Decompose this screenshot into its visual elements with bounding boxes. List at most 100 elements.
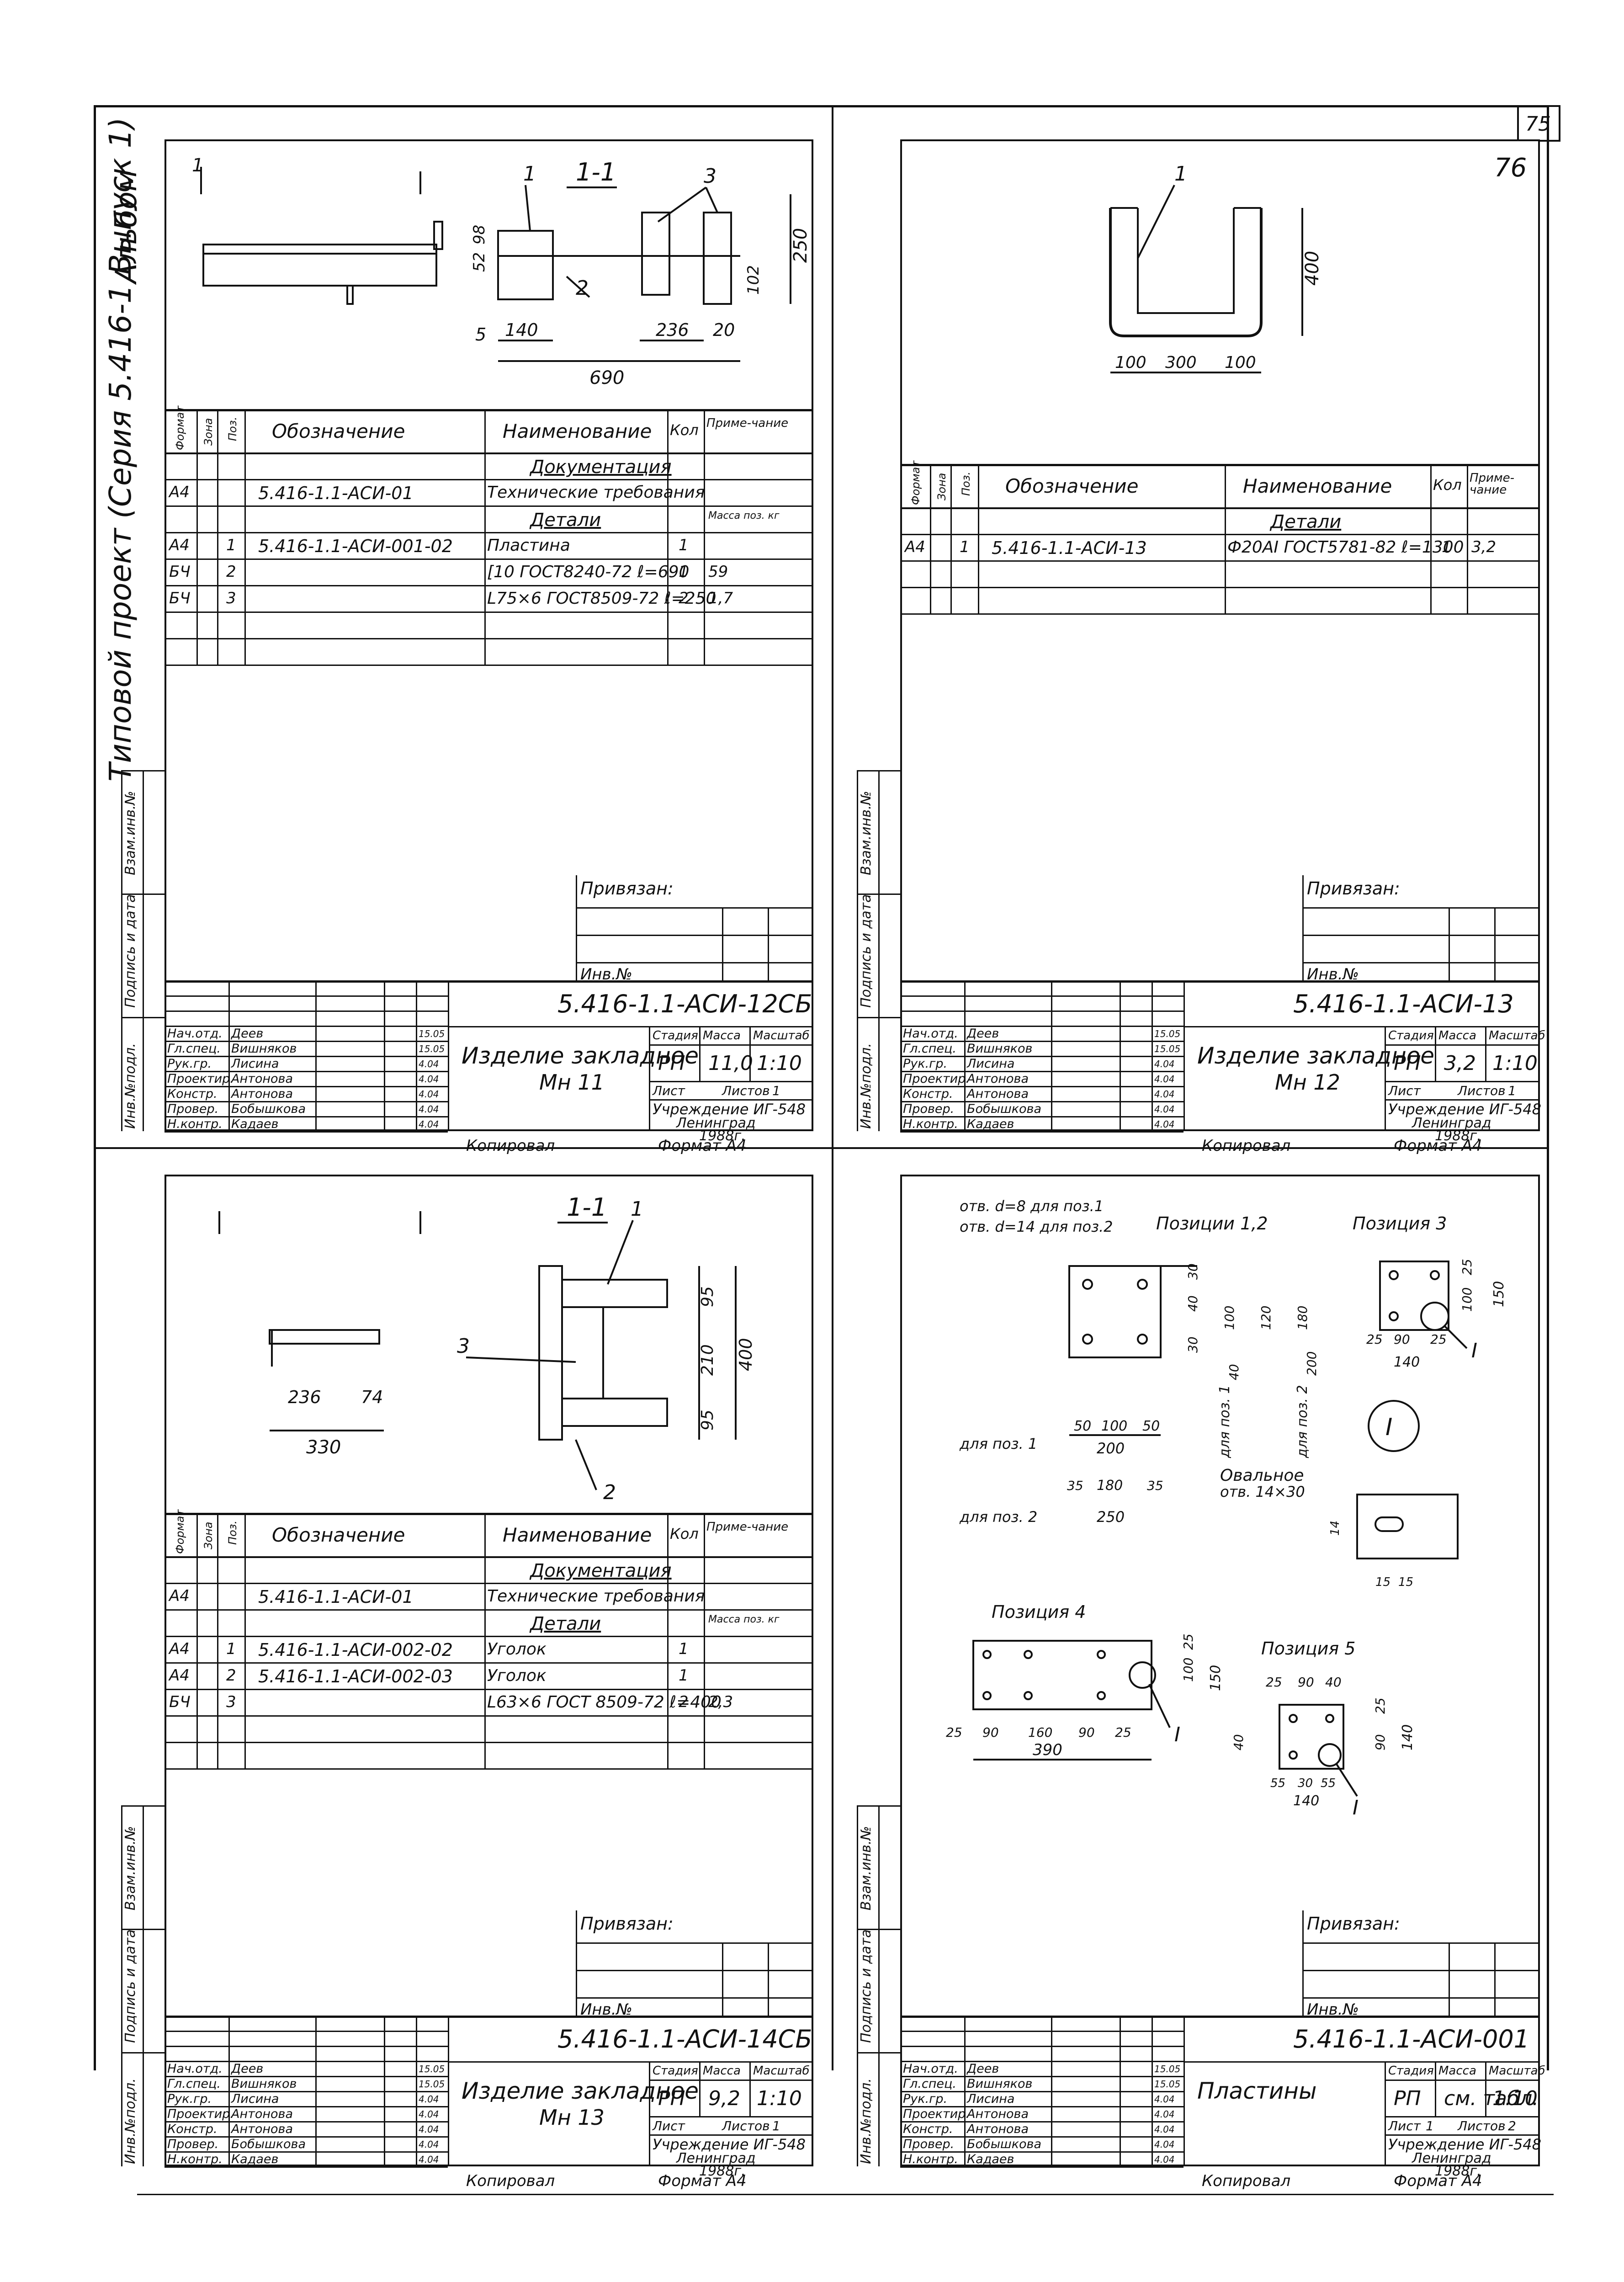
title-line xyxy=(649,1044,813,1046)
dim-15a: 15 xyxy=(1375,1575,1390,1589)
angle-side-view xyxy=(269,1329,380,1345)
node-label: I xyxy=(1385,1414,1392,1441)
spec-row-line xyxy=(165,1636,813,1637)
channel-side-view xyxy=(202,244,437,287)
title-grid-row xyxy=(900,2151,1184,2153)
item-name-1: Изделие закладное xyxy=(1197,1043,1435,1069)
dim-25f: 25 xyxy=(946,1725,962,1740)
dim-30b: 30 xyxy=(1185,1336,1200,1353)
dim-102: 102 xyxy=(744,265,763,295)
bolt-hole xyxy=(1024,1650,1033,1659)
callout-3: 3 xyxy=(457,1335,470,1358)
scale-value: 1:10 xyxy=(1492,1052,1538,1075)
sign-date: 15.05 xyxy=(419,1043,445,1054)
mass-value: см. табл. xyxy=(1444,2087,1539,2110)
stub-border xyxy=(857,770,858,1131)
leader xyxy=(705,187,718,213)
oval-hole xyxy=(1375,1516,1404,1532)
signer-role: Нач.отд. xyxy=(903,2062,958,2076)
detail-circle xyxy=(1129,1661,1156,1689)
stub-label: Взам.инв.№ xyxy=(858,791,874,875)
dim-140i: 140 xyxy=(1293,1793,1319,1809)
dim-330: 330 xyxy=(306,1437,341,1458)
stub-border xyxy=(857,2052,900,2053)
org-year: 1988г. xyxy=(699,1128,746,1144)
bolt-hole xyxy=(1389,1270,1399,1280)
spec-header-rot: Формат xyxy=(909,460,922,505)
oval-hole-size: отв. 14×30 xyxy=(1220,1483,1305,1500)
dim-140c: 140 xyxy=(1394,1354,1420,1370)
bound-border xyxy=(576,875,577,980)
stub-label: Инв.№подл. xyxy=(858,1043,874,1129)
outer-left-rule xyxy=(94,105,96,2070)
spec-col xyxy=(165,409,166,665)
sign-date: 4.04 xyxy=(1154,1119,1175,1130)
spec-col xyxy=(484,409,486,665)
stub-border xyxy=(857,1929,900,1930)
format-label: Формат А4 xyxy=(658,1137,747,1155)
for-pos1: для поз. 1 xyxy=(959,1435,1037,1452)
spec-row-line xyxy=(165,1689,813,1690)
node-label-4: I xyxy=(1174,1723,1180,1746)
signer-name: Антонова xyxy=(231,2122,293,2136)
dim-25e: 25 xyxy=(1459,1259,1475,1275)
spec-header-rot: Зона xyxy=(202,418,215,446)
title-line xyxy=(1385,2116,1540,2117)
dim-400: 400 xyxy=(736,1338,756,1371)
stub-border xyxy=(121,1929,165,1930)
dim-90c: 90 xyxy=(1394,1332,1410,1347)
spec-header-rot: Поз. xyxy=(226,416,239,441)
dim-14: 14 xyxy=(1328,1521,1342,1536)
spec-header-rot: Поз. xyxy=(960,471,972,496)
dim-95-bottom: 95 xyxy=(698,1410,717,1431)
callout-1: 1 xyxy=(1174,162,1187,186)
section-mark-label: 1 xyxy=(192,155,203,176)
bound-line xyxy=(1302,935,1540,936)
spec-col xyxy=(196,1513,198,1768)
designation-header: Обозначение xyxy=(1005,475,1139,497)
signer-name: Антонова xyxy=(967,2107,1029,2121)
stage-label: Стадия xyxy=(653,2064,698,2078)
angle-section xyxy=(703,212,732,305)
spec-col xyxy=(1225,464,1226,613)
spec-row-line xyxy=(165,1609,813,1611)
spec-header-bottom xyxy=(900,507,1540,509)
leader xyxy=(466,1356,576,1363)
node-plate xyxy=(1356,1494,1459,1559)
outer-bottom-rule xyxy=(137,2194,1554,2195)
title-line xyxy=(1385,1099,1540,1101)
dim-300: 300 xyxy=(1165,353,1197,372)
bound-line xyxy=(1302,1942,1540,1944)
title-grid-row xyxy=(900,2166,1184,2168)
spec-position: 3 xyxy=(226,589,236,607)
spec-col xyxy=(196,409,198,665)
signer-name: Деев xyxy=(231,1027,264,1041)
spec-position: 1 xyxy=(226,1640,236,1658)
mass-value: 11,0 xyxy=(708,1052,753,1075)
for-pos1-vert: для поз. 1 xyxy=(1217,1385,1233,1458)
signer-name: Лисина xyxy=(967,1057,1015,1071)
title-code-line xyxy=(448,2061,813,2063)
signer-name: Кадаев xyxy=(231,1117,279,1131)
signer-role: Нач.отд. xyxy=(903,1027,958,1041)
item-name-2: Мн 11 xyxy=(539,1070,605,1095)
title-grid-row xyxy=(900,1101,1184,1102)
hole-note-1: отв. d=8 для поз.1 xyxy=(960,1197,1104,1215)
title-top xyxy=(900,980,1540,983)
copied-label: Копировал xyxy=(466,2172,555,2190)
spec-row-line xyxy=(900,560,1540,562)
stub-border xyxy=(857,770,900,771)
scale-label: Масштаб xyxy=(753,1029,810,1043)
title-line xyxy=(1385,2080,1540,2081)
leader xyxy=(575,1439,597,1490)
sign-date: 15.05 xyxy=(419,1028,445,1039)
org-name: Учреждение ИГ-548 xyxy=(1388,1101,1542,1118)
signer-role: Проектир. xyxy=(903,2107,970,2121)
signer-role: Провер. xyxy=(167,1102,219,1116)
scale-label: Масштаб xyxy=(1489,2064,1545,2078)
spec-name: [10 ГОСТ8240-72 ℓ=690 xyxy=(487,563,690,581)
bolt-hole xyxy=(1024,1691,1033,1700)
sheets-label: Листов xyxy=(1458,1083,1506,1098)
org-year: 1988г. xyxy=(699,2163,746,2179)
node-label-3: I xyxy=(1471,1339,1477,1362)
